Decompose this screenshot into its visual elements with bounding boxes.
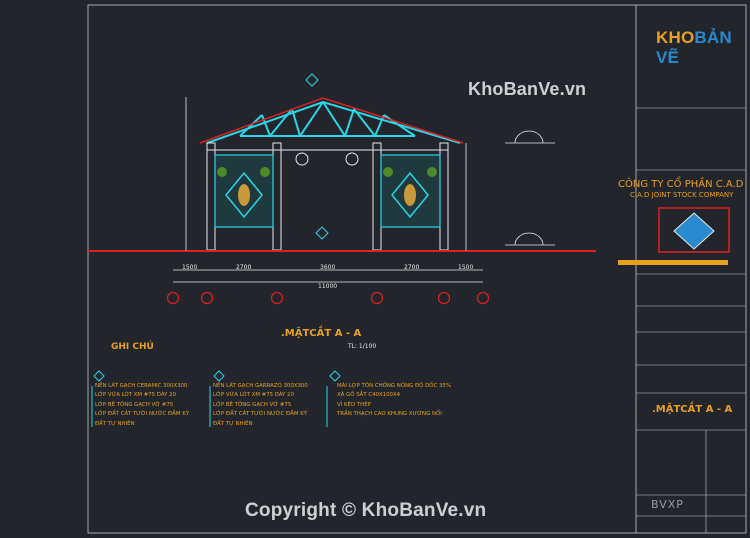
relief-carvings bbox=[238, 184, 416, 206]
section-scale: TL: 1/100 bbox=[348, 343, 377, 350]
roof-outline bbox=[199, 97, 464, 144]
note-2-4: LỚP ĐẤT CÁT TƯỚI NƯỚC ĐẦM KỸ bbox=[213, 411, 308, 418]
dim-1: 1500 bbox=[182, 264, 198, 271]
dimension-lines bbox=[173, 97, 483, 283]
diamond-ornaments bbox=[225, 171, 429, 219]
note-1-3: LỚP BÊ TÔNG GẠCH VỠ #75 bbox=[95, 401, 174, 408]
drawing-code: BVXP bbox=[651, 498, 684, 511]
notes-heading: GHI CHÚ bbox=[111, 342, 154, 352]
watermark-top: KhoBanVe.vn bbox=[468, 79, 587, 99]
company-logo-frame bbox=[658, 207, 730, 253]
section-title: .MẶTCẮT A - A bbox=[281, 328, 362, 339]
level-markers bbox=[505, 130, 555, 246]
company-name-vn: CÔNG TY CỔ PHẦN C.A.D bbox=[618, 179, 744, 190]
note-3-1: MÁI LỢP TÔN CHỐNG NÓNG ĐỘ DỐC 35% bbox=[337, 383, 451, 389]
dim-4: 2700 bbox=[404, 264, 420, 271]
note-column-markers bbox=[91, 370, 341, 427]
sheet-border bbox=[87, 4, 747, 534]
note-2-5: ĐẤT TỰ NHIÊN bbox=[213, 420, 253, 427]
dim-5: 1500 bbox=[458, 264, 474, 271]
company-logo-icon bbox=[673, 212, 715, 250]
company-name-en: C.A.D JOINT STOCK COMPANY bbox=[630, 191, 734, 199]
roof-truss bbox=[206, 100, 461, 144]
note-2-3: LỚP BÊ TÔNG GẠCH VỠ #75 bbox=[213, 401, 292, 408]
logo-banve: BẢN VẼ bbox=[656, 28, 732, 67]
title-block-color-strip bbox=[618, 260, 728, 265]
note-2-2: LỚP VỮA LÓT XM #75 DÀY 20 bbox=[213, 392, 295, 399]
note-2-1: NỀN LÁT GẠCH GARRAZO 300X300 bbox=[213, 383, 308, 389]
title-block-rows bbox=[636, 107, 746, 533]
dim-total: 11000 bbox=[318, 283, 338, 290]
lanterns bbox=[295, 152, 359, 166]
note-1-5: ĐẤT TỰ NHIÊN bbox=[95, 420, 135, 427]
grid-axis-bubbles bbox=[166, 291, 490, 305]
dim-3: 3600 bbox=[320, 264, 336, 271]
note-3-2: XÀ GỒ SẮT C40X100X4 bbox=[337, 392, 401, 399]
note-1-4: LỚP ĐẤT CÁT TƯỚI NƯỚC ĐẦM KỸ bbox=[95, 411, 190, 418]
watermark-bottom: Copyright © KhoBanVe.vn bbox=[245, 500, 487, 521]
sheet-title: .MẶTCẮT A - A bbox=[652, 404, 733, 415]
logo-kho: KHO bbox=[656, 28, 695, 47]
logo-text: KHOBẢN VẼ bbox=[656, 28, 750, 68]
dim-2: 2700 bbox=[236, 264, 252, 271]
notes-column-3: MÁI LỢP TÔN CHỐNG NÓNG ĐỘ DỐC 35% XÀ GỒ … bbox=[337, 382, 451, 420]
notes-column-1: NỀN LÁT GẠCH CERAMIC 300X300 LỚP VỮA LÓT… bbox=[95, 382, 189, 429]
note-3-4: TRẦN THẠCH CAO KHUNG XƯƠNG NỔI bbox=[337, 411, 442, 418]
note-1-2: LỚP VỮA LÓT XM #75 DÀY 20 bbox=[95, 392, 177, 399]
note-3-3: VÌ KÈO THÉP bbox=[337, 401, 371, 408]
note-1-1: NỀN LÁT GẠCH CERAMIC 300X300 bbox=[95, 383, 188, 389]
section-callouts bbox=[305, 73, 329, 240]
notes-column-2: NỀN LÁT GẠCH GARRAZO 300X300 LỚP VỮA LÓT… bbox=[213, 382, 308, 429]
plant-decor bbox=[217, 167, 437, 177]
